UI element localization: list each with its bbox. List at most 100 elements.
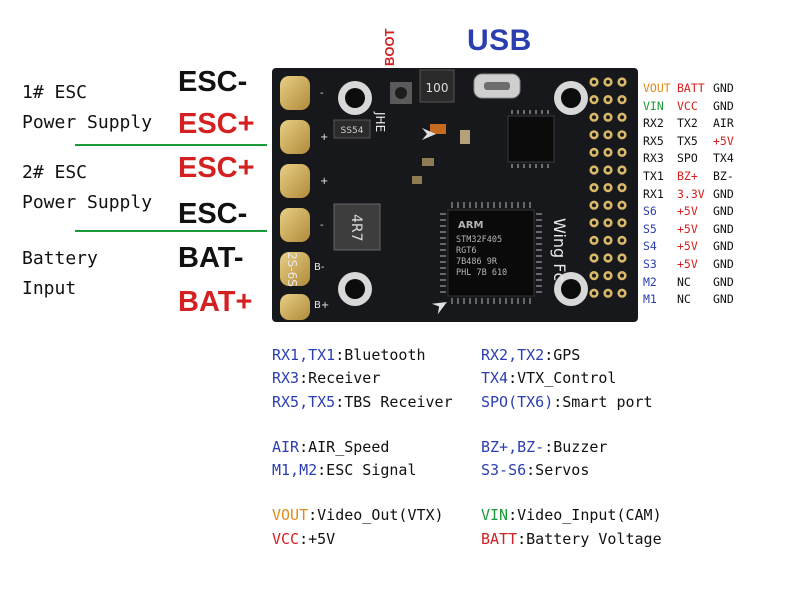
header-pin-hole — [592, 115, 596, 120]
header-pin-hole — [592, 132, 596, 137]
esc2-line2: Power Supply — [22, 192, 153, 213]
arrow-mark-top — [422, 128, 436, 140]
header-pin-hole — [592, 80, 596, 84]
header-pin-hole — [592, 238, 596, 243]
pin-label: GND — [713, 274, 734, 289]
legend-key: BZ+,BZ- — [481, 437, 545, 456]
pin-label: GND — [713, 292, 734, 307]
legend-value: :Video_Out(VTX) — [308, 506, 444, 525]
svg-text:SS54: SS54 — [341, 126, 364, 136]
header-pin-hole — [592, 150, 596, 155]
legend-value: :+5V — [299, 529, 336, 548]
boot-button — [390, 82, 412, 104]
legend-key: VIN — [481, 506, 509, 525]
legend-key: RX2,TX2 — [481, 346, 545, 364]
pin-label: +5V — [677, 239, 698, 254]
header-pin-hole — [606, 115, 610, 120]
header-pin-hole — [620, 80, 624, 84]
pad-label-esc-minus-1: ESC- — [178, 66, 248, 98]
legend-item: RX2,TX2:GPS — [481, 344, 662, 367]
header-pin-hole — [620, 185, 624, 190]
legend-gap — [272, 414, 453, 436]
svg-text:PHL 7B 610: PHL 7B 610 — [456, 268, 507, 278]
legend-item: RX3:Receiver — [272, 367, 453, 390]
header-pin-hole — [606, 132, 610, 137]
header-pin-hole — [606, 203, 610, 208]
pin-label: GND — [713, 81, 734, 95]
header-pin-hole — [620, 203, 624, 208]
header-pin-hole — [592, 220, 596, 225]
pin-label: GND — [713, 204, 734, 219]
header-pin-hole — [620, 132, 624, 137]
pin-label: RX1 — [643, 186, 664, 201]
header-pin-hole — [592, 256, 596, 260]
legend-gap — [481, 414, 662, 436]
usb-connector — [473, 73, 521, 99]
svg-text:7B486 9R: 7B486 9R — [456, 257, 498, 267]
svg-text:ARM: ARM — [458, 220, 483, 231]
legend-item: VCC:+5V — [272, 528, 453, 551]
pin-label: RX3 — [643, 151, 664, 166]
flight-controller-board: - + + - B- B+ 2S-6S 100 SS54 — [272, 68, 638, 322]
pad-label-esc-minus-2: ESC- — [178, 198, 248, 230]
legend-value: :GPS — [544, 346, 581, 364]
capacitor — [460, 130, 470, 144]
pin-label: RX2 — [643, 116, 664, 131]
pin-label: NC — [677, 274, 691, 289]
pin-label: S6 — [643, 204, 657, 219]
legend-key: M1,M2 — [272, 461, 318, 480]
arrow-mark-bottom — [431, 302, 447, 315]
pin-label: 3.3V — [677, 186, 705, 201]
pin-label: TX5 — [677, 133, 698, 148]
pin-label: +5V — [713, 133, 734, 148]
pin-label: M1 — [643, 292, 657, 307]
resistor — [422, 158, 434, 166]
legend-item: BZ+,BZ-:Buzzer — [481, 436, 662, 459]
legend-value: :Receiver — [299, 369, 381, 388]
led-component — [430, 124, 446, 134]
inductor-100: 100 — [419, 69, 455, 103]
battery-line2: Input — [22, 278, 77, 299]
legend-item: VIN:Video_Input(CAM) — [481, 504, 662, 527]
header-pin-hole — [620, 256, 624, 260]
header-pin-hole — [592, 273, 596, 278]
svg-text:100: 100 — [426, 81, 449, 95]
header-pin-hole — [606, 238, 610, 243]
header-pin-hole — [592, 203, 596, 208]
header-pin-hole — [620, 220, 624, 225]
pin-label: GND — [713, 221, 734, 236]
header-pin-hole — [606, 273, 610, 278]
battery-line1: Battery — [22, 248, 98, 269]
legend-gap — [272, 482, 453, 504]
header-pin-hole — [620, 273, 624, 278]
usb-label: USB — [467, 24, 532, 57]
pad-label-bat-minus: BAT- — [178, 242, 244, 274]
header-pin-hole — [592, 185, 596, 190]
esc1-power-label: 1# ESC Power Supply — [22, 78, 152, 138]
pin-label: S3 — [643, 256, 657, 271]
legend-item: RX1,TX1:Bluetooth — [272, 344, 453, 367]
pin-label: S5 — [643, 221, 657, 236]
legend-item: TX4:VTX_Control — [481, 367, 662, 390]
pin-label: NC — [677, 292, 691, 307]
mcu-chip: ARM STM32F405 RGT6 7B486 9R PHL 7B 610 — [440, 202, 542, 304]
legend-key: S3-S6 — [481, 461, 527, 480]
battery-input-label: Battery Input — [22, 244, 98, 304]
legend-item: RX5,TX5:TBS Receiver — [272, 391, 453, 414]
legend-item: AIR:AIR_Speed — [272, 436, 453, 459]
header-pin-hole — [606, 291, 610, 296]
pin-label: AIR — [713, 116, 734, 131]
legend-value: :Bluetooth — [335, 346, 426, 364]
separator-line-esc2 — [75, 230, 267, 232]
pin-label: TX1 — [643, 168, 664, 183]
svg-text:STM32F405: STM32F405 — [456, 235, 502, 245]
